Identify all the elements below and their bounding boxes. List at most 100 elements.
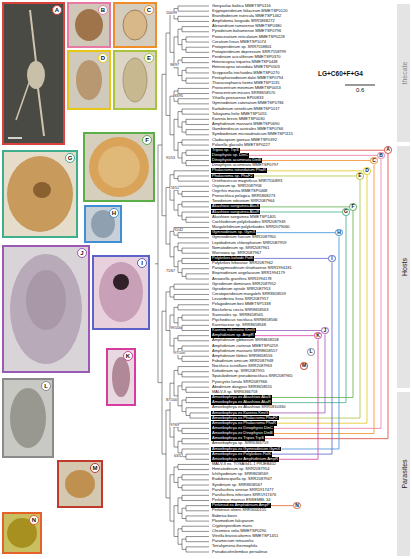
photo-panel: G — [2, 150, 78, 238]
taxon-label: Prorocentrum micans SRR8658570 — [212, 91, 275, 96]
taxon-name: Amoebophrya ex Karenia KmiG — [212, 410, 268, 415]
panel-letter: C — [144, 5, 154, 15]
highlighted-taxon: Amoebophrya ex Dinophysis DinB — [211, 431, 274, 436]
tree-branch — [182, 448, 209, 449]
tree-branch — [178, 317, 182, 318]
tree-branch — [178, 237, 209, 238]
tree-branch — [178, 175, 209, 176]
taxon-name: Amoebophrya ex Dinophysis DinB — [212, 430, 273, 435]
tree-branch — [186, 273, 209, 274]
tree-branch — [182, 389, 186, 390]
taxon-name: Amoebophrya ex Polykrikos PolK — [212, 451, 271, 456]
taxon-name: Amoebophrya ex Akashiwo AkaS — [212, 394, 271, 399]
tree-branch — [174, 505, 178, 506]
tree-branch — [178, 487, 182, 488]
taxon-label: Polykrikos lebouriae SRR2087962 — [212, 261, 273, 266]
tree-branch — [178, 260, 182, 261]
circle-letter: E — [358, 172, 361, 178]
tree-branch — [182, 212, 209, 213]
tree-branch — [182, 433, 209, 434]
tree-branch — [182, 39, 186, 40]
taxon-label: Perkinsus marinus ENSEMBL 34 — [212, 498, 271, 503]
taxon-name: Akashiwo sanguinea AkaR — [212, 209, 259, 214]
highlighted-taxon: Amoebophrya ex Karenia KmiG — [211, 411, 269, 416]
taxon-label: Pyrodinium bahamense MMETSP0796 — [212, 29, 281, 34]
letter-circle: C — [370, 157, 378, 165]
tree-branch — [182, 315, 209, 316]
leader-connector — [274, 164, 374, 433]
leader-connector — [265, 154, 388, 439]
tree-branch — [166, 244, 170, 245]
tree-branch — [178, 309, 209, 310]
tree-branch — [170, 383, 174, 384]
highlighted-taxon: Phalacroma rotundatum PhaR — [211, 168, 267, 173]
tree-branch — [174, 36, 178, 37]
highlighted-taxon: Amoebophrya ex Amphidinium AmpR — [211, 457, 279, 462]
letter-circle: A — [384, 146, 392, 154]
panel-letter: G — [65, 153, 75, 163]
support-value: 98/97 — [170, 63, 179, 67]
letter-circle: K — [314, 332, 322, 340]
letter-circle: H — [335, 229, 343, 237]
tree-branch — [178, 194, 182, 195]
taxon-label: Oxyrrhis marina MMETSP0468 — [212, 189, 267, 194]
taxon-label: Polarella glacialis MMETSP0227 — [212, 143, 270, 148]
taxon-label: Oxytoxum sp. SRR2087958 — [212, 184, 262, 189]
support-value: 100/99 — [166, 11, 177, 15]
taxon-label: Ptychodiscus noctiluca SRR8658566 — [212, 318, 278, 323]
tree-branch — [178, 544, 182, 545]
tree-branch — [178, 98, 209, 99]
tree-branch — [186, 217, 209, 218]
tree-branch — [186, 52, 209, 53]
tree-branch — [178, 340, 209, 341]
taxon-label: Pronoctiluca pelagica SRR5868273 — [212, 194, 275, 199]
tree-branch — [182, 526, 209, 527]
taxon-label: Alexandrium tamarense MMETSP0380 — [212, 24, 281, 29]
taxon-label: MALV-II sp. SRR6366758 — [212, 390, 258, 395]
tree-branch — [182, 258, 209, 259]
photo-panel: B — [67, 2, 111, 48]
tree-branch — [178, 272, 182, 273]
leader-connector — [279, 339, 318, 459]
taxon-label: Spatulodinium pseudonoctiluca SRR2087965 — [212, 374, 293, 379]
photo-panel: E — [113, 50, 157, 110]
support-value: 74/51 — [170, 186, 179, 190]
tree-branch — [178, 215, 182, 216]
tree-branch — [182, 479, 209, 480]
taxon-label: Parvilucifera infectans SRR1917476 — [212, 493, 276, 498]
tree-branch — [190, 412, 209, 413]
tree-branch — [162, 454, 166, 455]
taxon-label: Dinophysis acuminata MMETSP0797 — [212, 163, 278, 168]
letter-circle: I — [328, 255, 336, 263]
circle-letter: D — [365, 167, 369, 173]
highlighted-taxon: Polykrikos kofoidii PolK — [211, 256, 254, 261]
tree-branch — [178, 304, 209, 305]
taxon-label: Torodinium robustum SRR2087964 — [212, 199, 274, 204]
tree-branch — [182, 121, 186, 122]
taxon-label: Pyrocystis lunula SRR2087966 — [212, 380, 267, 385]
taxon-name: Phalacroma sp. PhaF2 — [212, 173, 253, 178]
tree-branch — [170, 174, 174, 175]
tree-branch — [178, 366, 209, 367]
taxon-name: Amoebophrya ex Akashiwo AkaR — [212, 399, 271, 404]
tree-branch — [182, 114, 209, 115]
taxon-label: Cochlodinium polykrikoides SRR2087949 — [212, 220, 286, 225]
tree-branch — [162, 74, 166, 75]
taxon-label: Amphidinium klebsii SRR8658556 — [212, 354, 272, 359]
tree-branch — [178, 181, 209, 182]
tree-branch — [178, 464, 209, 465]
panel-letter: B — [98, 5, 108, 15]
circle-letter: N — [295, 502, 299, 508]
tree-branch — [182, 490, 209, 491]
circle-letter: K — [316, 332, 320, 338]
photo-panel: A — [2, 2, 65, 145]
highlighted-taxon: Dinophysis sp. DinC — [211, 153, 249, 158]
tree-branch — [162, 215, 166, 216]
tree-branch — [170, 297, 174, 298]
panel-letter: E — [144, 53, 154, 63]
tree-branch — [182, 49, 186, 50]
tree-branch — [178, 242, 209, 243]
letter-circle: J — [321, 327, 329, 335]
